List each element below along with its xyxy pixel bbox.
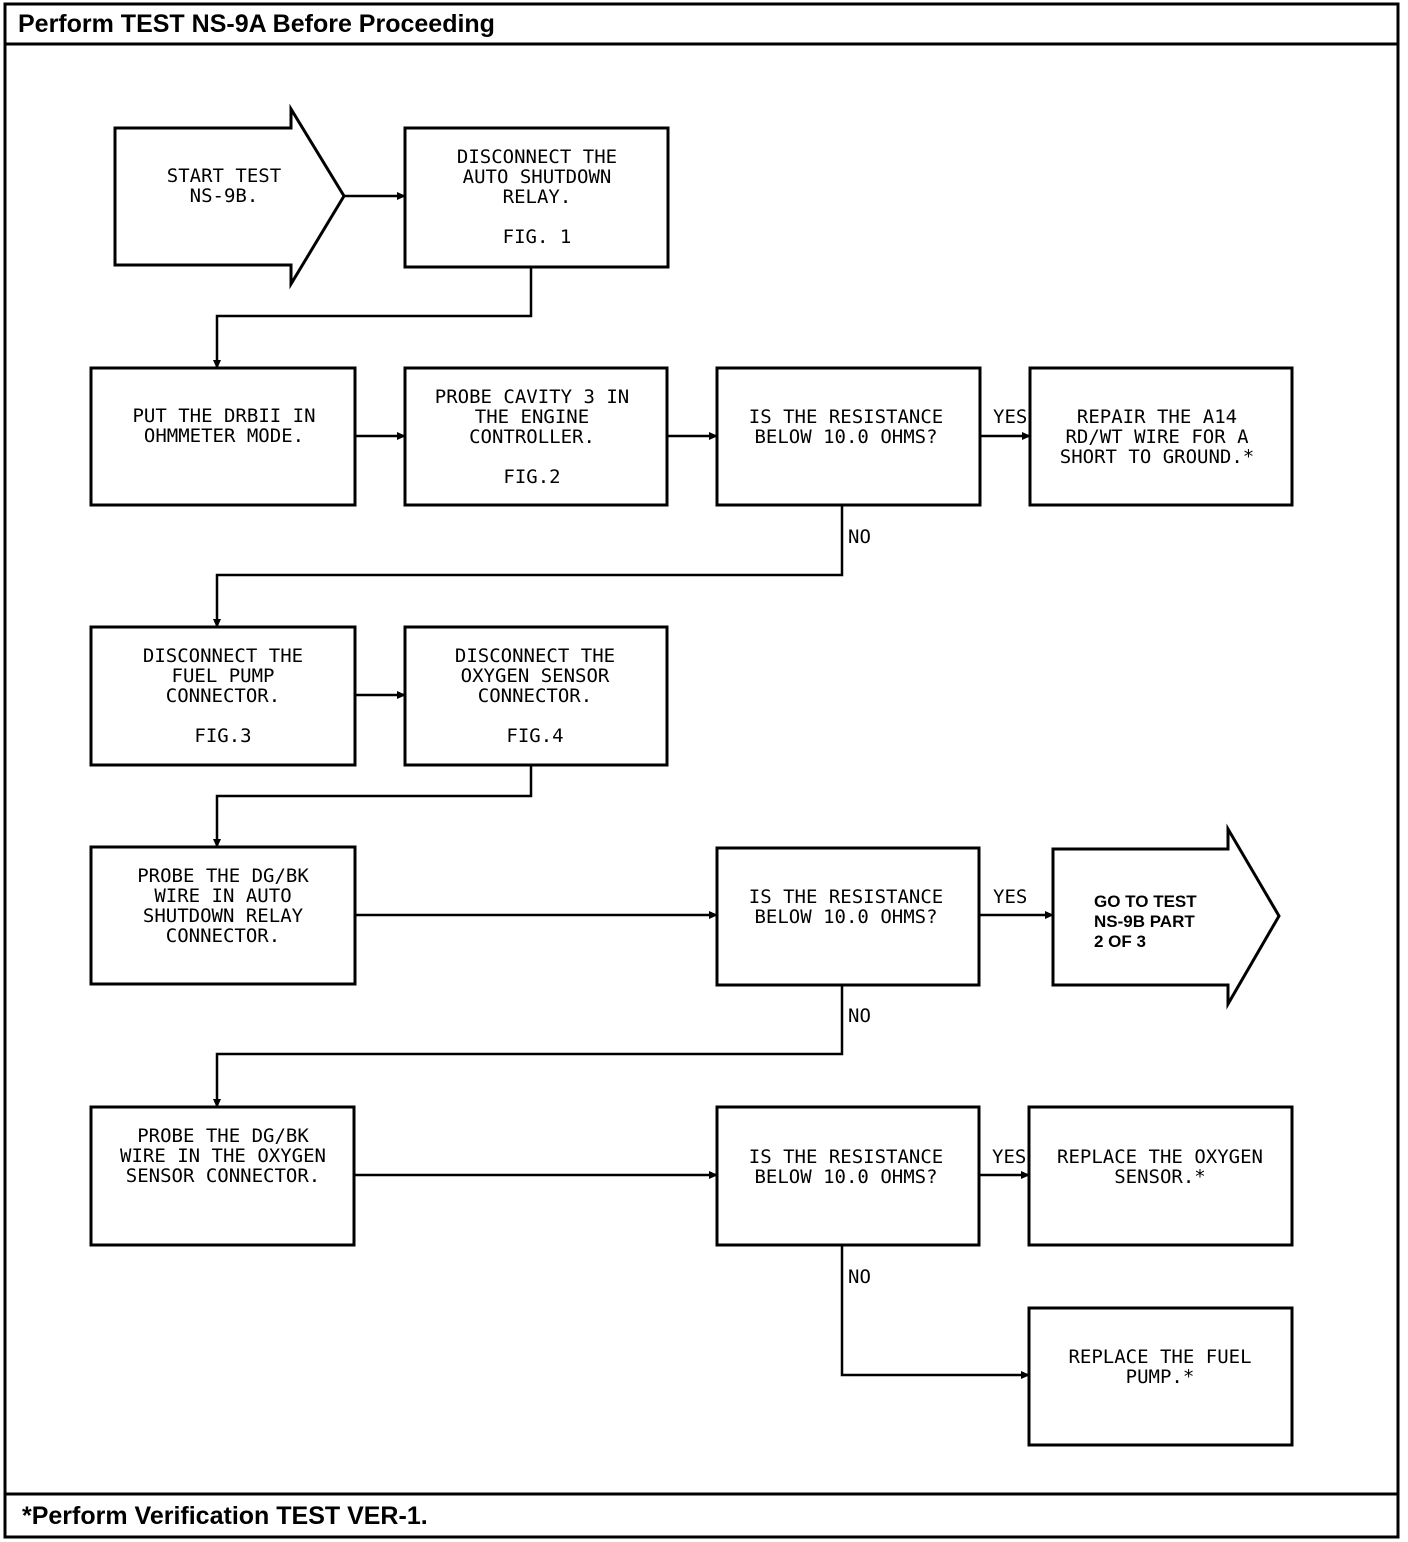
repair-wire-box: [1028, 366, 1294, 507]
decision-box-3: [715, 1105, 981, 1247]
d1-yes-label: YES: [993, 406, 1027, 428]
node-text-line: PUT THE DRBII IN: [132, 405, 315, 427]
replace-oxygen-sensor-box: [1027, 1105, 1294, 1247]
node-text-line: BELOW 10.0 OHMS?: [754, 426, 937, 448]
node-text-line: FIG.4: [506, 725, 563, 747]
node-text-line: GO TO TEST: [1094, 892, 1197, 911]
header-title: Perform TEST NS-9A Before Proceeding: [18, 10, 495, 38]
d2-yes-label: YES: [993, 886, 1027, 908]
decision-box-2: [715, 846, 981, 987]
outer-frame: [3, 2, 1400, 1539]
node-text-line: SENSOR.*: [1114, 1166, 1206, 1188]
node-text-line: PROBE CAVITY 3 IN: [435, 386, 629, 408]
node-text-line: 2 OF 3: [1094, 932, 1146, 951]
disconnect-fuel-pump-box: [89, 625, 357, 767]
node-text-line: OXYGEN SENSOR: [461, 665, 610, 687]
probe-oxygen-connector-box: [89, 1105, 356, 1247]
footer-note: *Perform Verification TEST VER-1.: [22, 1502, 428, 1530]
goto-arrow-shape: [1051, 823, 1281, 1010]
node-text-line: REPLACE THE OXYGEN: [1057, 1146, 1263, 1168]
node-text-line: DISCONNECT THE: [457, 146, 617, 168]
node-text-line: CONNECTOR.: [166, 685, 280, 707]
d2-no-label: NO: [848, 1005, 871, 1027]
connector-n5-to-n6: [213, 765, 533, 848]
node-text-line: FUEL PUMP: [172, 665, 275, 687]
node-text-line: CONTROLLER.: [469, 426, 595, 448]
node-text-line: PROBE THE DG/BK: [137, 1125, 309, 1147]
node-text-line: OHMMETER MODE.: [144, 425, 304, 447]
node-text-line: START TEST: [167, 165, 281, 187]
probe-asd-connector-box: [89, 845, 357, 986]
node-text-line: PROBE THE DG/BK: [137, 865, 309, 887]
disconnect-asd-relay-box: [403, 126, 670, 269]
node-text-line: FIG.2: [503, 466, 560, 488]
node-text-line: BELOW 10.0 OHMS?: [754, 906, 937, 928]
node-text-line: RD/WT WIRE FOR A: [1065, 426, 1249, 448]
connector-d2-no: [213, 985, 844, 1108]
disconnect-oxygen-sensor-box: [403, 625, 669, 767]
node-text-line: IS THE RESISTANCE: [749, 1146, 943, 1168]
d3-no-label: NO: [848, 1266, 871, 1288]
node-text-line: WIRE IN THE OXYGEN: [120, 1145, 326, 1167]
connector-d3-no: [840, 1245, 1030, 1379]
node-text-line: THE ENGINE: [475, 406, 589, 428]
node-text-line: NS-9B PART: [1094, 912, 1195, 931]
node-text-line: SHORT TO GROUND.*: [1060, 446, 1254, 468]
start-arrow-shape: [113, 103, 346, 290]
node-text-line: NS-9B.: [190, 185, 259, 207]
connector-d1-no: [213, 505, 844, 628]
node-text-line: SHUTDOWN RELAY: [143, 905, 304, 927]
node-text-line: REPAIR THE A14: [1077, 406, 1237, 428]
node-text-line: IS THE RESISTANCE: [749, 886, 943, 908]
node-text-line: CONNECTOR.: [166, 925, 280, 947]
node-text-line: SENSOR CONNECTOR.: [126, 1165, 320, 1187]
node-text-line: REPLACE THE FUEL: [1068, 1346, 1251, 1368]
node-text-line: AUTO SHUTDOWN: [463, 166, 612, 188]
node-text-line: PUMP.*: [1126, 1366, 1195, 1388]
node-text-line: DISCONNECT THE: [143, 645, 303, 667]
node-text-line: FIG. 1: [503, 226, 572, 248]
node-text-line: FIG.3: [194, 725, 251, 747]
node-text-line: IS THE RESISTANCE: [749, 406, 943, 428]
replace-fuel-pump-box: [1027, 1306, 1294, 1447]
node-text-line: CONNECTOR.: [478, 685, 592, 707]
d1-no-label: NO: [848, 526, 871, 548]
node-text-line: RELAY.: [503, 186, 572, 208]
decision-box-1: [715, 366, 982, 507]
d3-yes-label: YES: [992, 1146, 1026, 1168]
connector-n1-to-n2: [213, 267, 533, 369]
node-text-line: DISCONNECT THE: [455, 645, 615, 667]
node-text-line: WIRE IN AUTO: [154, 885, 291, 907]
node-text-line: BELOW 10.0 OHMS?: [754, 1166, 937, 1188]
